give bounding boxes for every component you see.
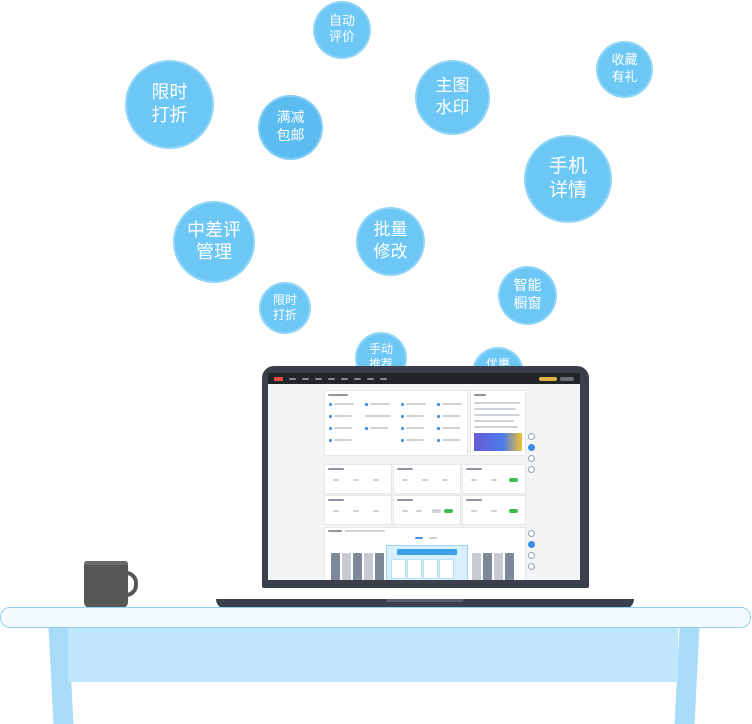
laptop-screen <box>268 373 580 580</box>
notice-panel <box>470 390 526 456</box>
feature-bubble-limited-discount-small: 限时打折 <box>259 282 311 334</box>
app-topbar <box>268 373 580 384</box>
feature-bubble-watermark: 主图水印 <box>415 60 490 135</box>
feature-toggle[interactable] <box>509 509 518 513</box>
sidebar-edit-icon[interactable] <box>528 433 535 440</box>
feature-bubble-review-management: 中差评管理 <box>173 201 255 283</box>
feature-bubble-free-shipping: 满减包邮 <box>258 95 323 160</box>
feature-bubble-smart-showcase: 智能橱窗 <box>498 266 557 325</box>
nav-item <box>289 377 296 380</box>
nav-item <box>315 377 322 380</box>
nav-item <box>380 377 387 380</box>
sidebar-phone-icon[interactable] <box>528 563 535 570</box>
settings-card <box>393 464 461 494</box>
feature-toggle[interactable] <box>444 509 453 513</box>
settings-card <box>462 464 526 494</box>
sidebar-settings-icon[interactable] <box>528 552 535 559</box>
settings-card <box>393 495 461 525</box>
feature-toggle[interactable] <box>509 478 518 482</box>
sidebar-phone-icon[interactable] <box>528 466 535 473</box>
coffee-mug-handle <box>122 571 138 597</box>
sidebar-edit-icon[interactable] <box>528 530 535 537</box>
preview-promo <box>386 545 468 580</box>
promo-banner <box>474 433 522 451</box>
coffee-mug <box>84 561 128 608</box>
feature-bubble-limited-discount: 限时打折 <box>125 60 214 149</box>
feature-bubble-mobile-details: 手机详情 <box>524 135 612 223</box>
settings-card <box>324 464 392 494</box>
nav-item <box>328 377 335 380</box>
feature-toggle[interactable] <box>432 509 441 513</box>
settings-card <box>324 495 392 525</box>
user-menu <box>560 376 574 381</box>
nav-item <box>341 377 348 380</box>
upgrade-badge <box>539 376 557 381</box>
nav-item <box>354 377 361 380</box>
nav-item <box>302 377 309 380</box>
feature-bubble-batch-edit: 批量修改 <box>356 207 425 276</box>
sidebar-settings-icon[interactable] <box>528 455 535 462</box>
settings-card <box>462 495 526 525</box>
topbar-actions <box>539 376 574 381</box>
feature-bubble-auto-review: 自动评价 <box>313 1 371 59</box>
desk-leg-right <box>674 628 700 724</box>
desk-apron <box>68 628 678 682</box>
tools-panel <box>324 390 468 456</box>
nav-item <box>367 377 374 380</box>
laptop-base <box>216 599 634 609</box>
brand-logo <box>274 376 283 381</box>
desk-top <box>0 607 751 628</box>
sidebar-chat-icon[interactable] <box>528 444 535 451</box>
feature-bubble-favorite-gift: 收藏有礼 <box>596 41 653 98</box>
sidebar-chat-icon[interactable] <box>528 541 535 548</box>
